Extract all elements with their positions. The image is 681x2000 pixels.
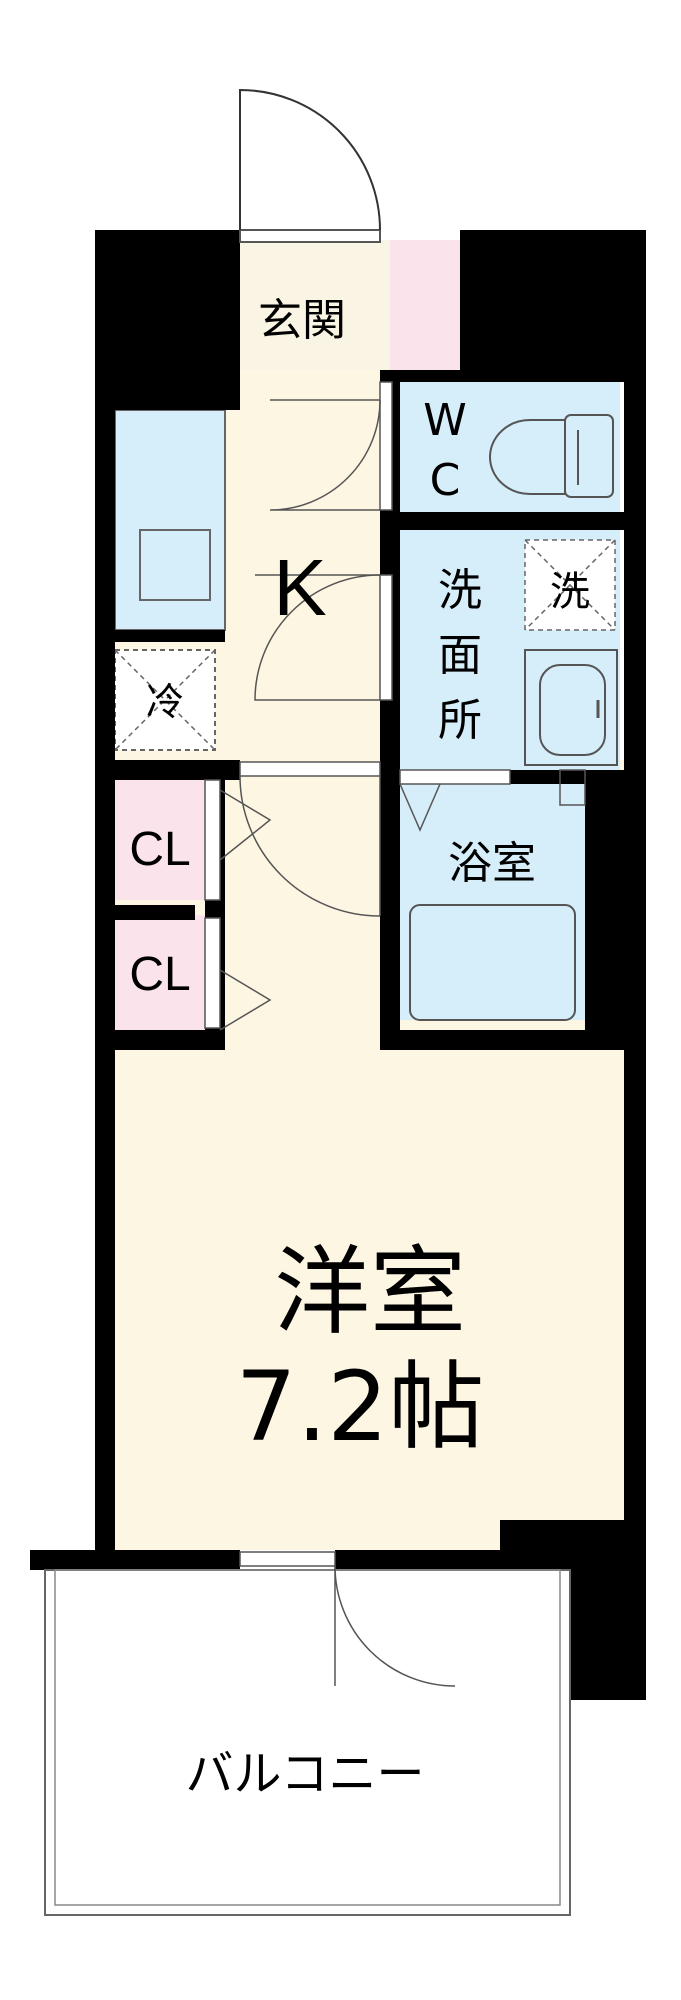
kitchen-label: K xyxy=(273,543,326,632)
wc-label-bottom: C xyxy=(430,455,461,506)
closet-lower-floor xyxy=(115,915,205,1030)
western-room-size: 7.2帖 xyxy=(236,1351,485,1463)
washer-label: 洗 xyxy=(550,569,590,615)
room-door-frame xyxy=(239,761,381,777)
wall-wc-bottom xyxy=(380,512,626,530)
bath-vent xyxy=(559,769,586,806)
wc-door-frame xyxy=(379,381,393,511)
wall-top-left xyxy=(95,230,240,410)
fridge-cross-2 xyxy=(114,649,216,751)
balcony-door-swing xyxy=(334,1565,456,1687)
wall-right xyxy=(624,230,646,1520)
genkan-floor xyxy=(240,240,390,370)
senmen-label-3: 所 xyxy=(438,695,482,746)
wall-bath-right xyxy=(585,780,626,1050)
balcony-rail xyxy=(54,1569,561,1906)
room-door-swing xyxy=(239,775,381,917)
wall-kitchen-bottom xyxy=(95,760,240,780)
closet-door-upper xyxy=(204,779,221,901)
washer-cross-2 xyxy=(524,539,616,631)
closet-fold-upper xyxy=(219,789,272,861)
bath-door-frame xyxy=(399,769,511,785)
closet-upper-floor xyxy=(115,780,205,900)
senmen-label-1: 洗 xyxy=(438,565,482,616)
fridge-cross-1 xyxy=(114,649,216,751)
balcony-outline xyxy=(44,1569,571,1916)
wall-balcony-mid xyxy=(335,1550,500,1570)
bathtub xyxy=(409,904,576,1021)
western-room-label: 洋室 xyxy=(274,1236,466,1348)
wall-fridge-top xyxy=(95,630,225,642)
wall-bath-bottom xyxy=(380,1030,626,1050)
wall-left xyxy=(95,230,115,1570)
wc-door-swing xyxy=(269,399,381,511)
wall-closet-mid xyxy=(95,905,195,920)
closet-lower-label: CL xyxy=(129,948,190,1001)
bath-label: 浴室 xyxy=(448,838,536,889)
balcony-window-frame xyxy=(239,1551,336,1567)
closet-upper-label: CL xyxy=(129,823,190,876)
toilet-bowl xyxy=(489,419,566,495)
sink xyxy=(139,529,211,601)
wall-bath-left xyxy=(380,780,400,1050)
balcony-label: バルコニー xyxy=(185,1746,424,1802)
closet-fold-lower xyxy=(219,969,272,1031)
entrance-door-frame xyxy=(239,229,381,243)
fridge-label: 冷 xyxy=(146,680,184,724)
bath-door-fold xyxy=(399,783,441,832)
senmen-label-2: 面 xyxy=(438,630,482,681)
wall-wc-top xyxy=(380,370,626,382)
wall-top-right xyxy=(460,230,646,380)
entrance-door-swing xyxy=(239,88,381,231)
washbasin-bowl xyxy=(539,664,606,756)
wall-balcony-left xyxy=(30,1550,240,1570)
wc-label-top: W xyxy=(423,395,467,446)
senmen-door-swing xyxy=(254,574,381,701)
genkan-label: 玄関 xyxy=(258,295,346,346)
wall-closet-bottom xyxy=(95,1030,225,1050)
closet-door-lower xyxy=(204,917,221,1029)
shoe-box xyxy=(390,240,460,370)
senmen-door-frame xyxy=(379,574,393,701)
toilet-tank xyxy=(564,414,614,498)
